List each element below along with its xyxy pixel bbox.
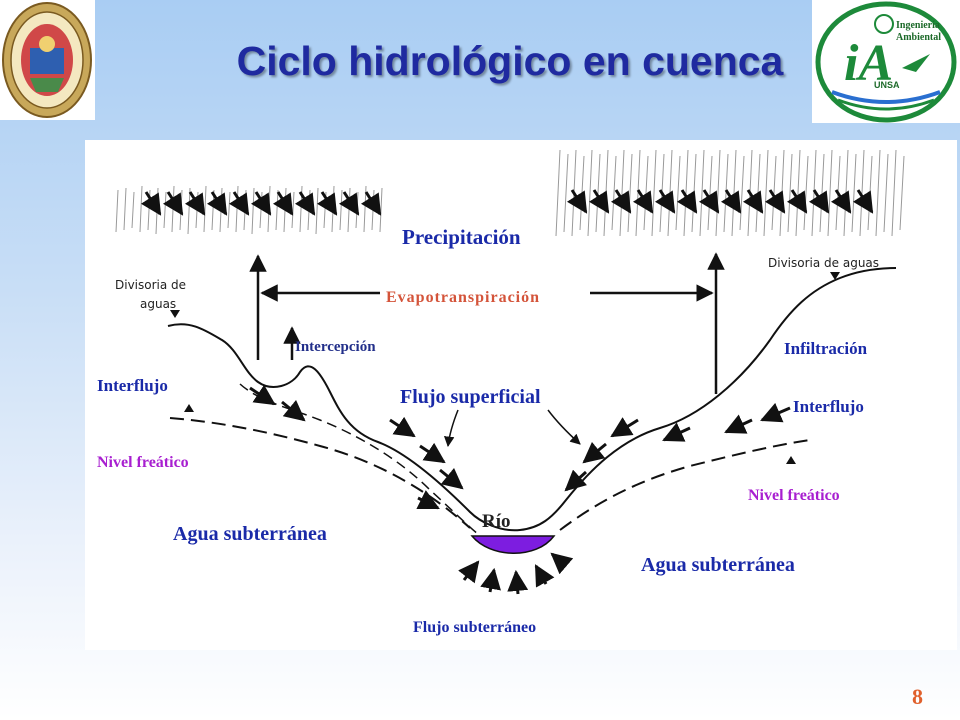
university-seal-icon [2,2,92,118]
logo-line1: Ingeniería [896,20,940,31]
evapotranspiration-arrows [249,252,725,394]
groundwater-arrows [458,552,574,595]
divide-markers [170,272,840,464]
label-infiltracion: Infiltración [784,339,868,358]
label-divisoria-left-2: aguas [140,297,177,311]
label-divisoria-left-1: Divisoria de [115,278,187,292]
water-table-right [559,439,811,531]
label-interflujo-left: Interflujo [97,376,168,395]
label-precipitacion: Precipitación [402,225,521,249]
flow-arrows-left [249,384,464,510]
rain-arrows-right [566,189,874,214]
label-nivel-freatico-left: Nivel freático [97,454,189,471]
label-agua-subterranea-right: Agua subterránea [641,554,795,576]
water-table-left [169,417,471,529]
page-title: Ciclo hidrológico en cuenca [236,38,784,84]
river [470,535,556,554]
label-evapotranspiracion: Evapotranspiración [386,289,541,306]
label-nivel-freatico-right: Nivel freático [748,487,840,504]
label-interflujo-right: Interflujo [793,397,864,416]
label-intercepcion: Intercepción [295,339,376,355]
rain-right [555,149,905,237]
engineering-logo: iA Ingeniería Ambiental UNSA [812,0,960,123]
label-flujo-subterraneo: Flujo subterráneo [413,619,537,636]
surface-inner [239,383,479,535]
logo-letters: iA [844,35,893,92]
logo-line2: Ambiental [896,32,941,43]
label-rio: Río [482,511,511,532]
diagram-panel [85,140,957,650]
rain-arrows-left [140,191,382,216]
label-flujo-superficial: Flujo superficial [400,386,541,408]
university-logo [0,0,95,120]
flow-arrows-right [564,402,791,492]
label-agua-subterranea-left: Agua subterránea [173,523,327,545]
label-divisoria-right: Divisoria de aguas [768,256,880,270]
logo-mark: UNSA [874,80,900,90]
page-number: 8 [912,684,923,709]
surface-flow-pointers [443,409,581,448]
